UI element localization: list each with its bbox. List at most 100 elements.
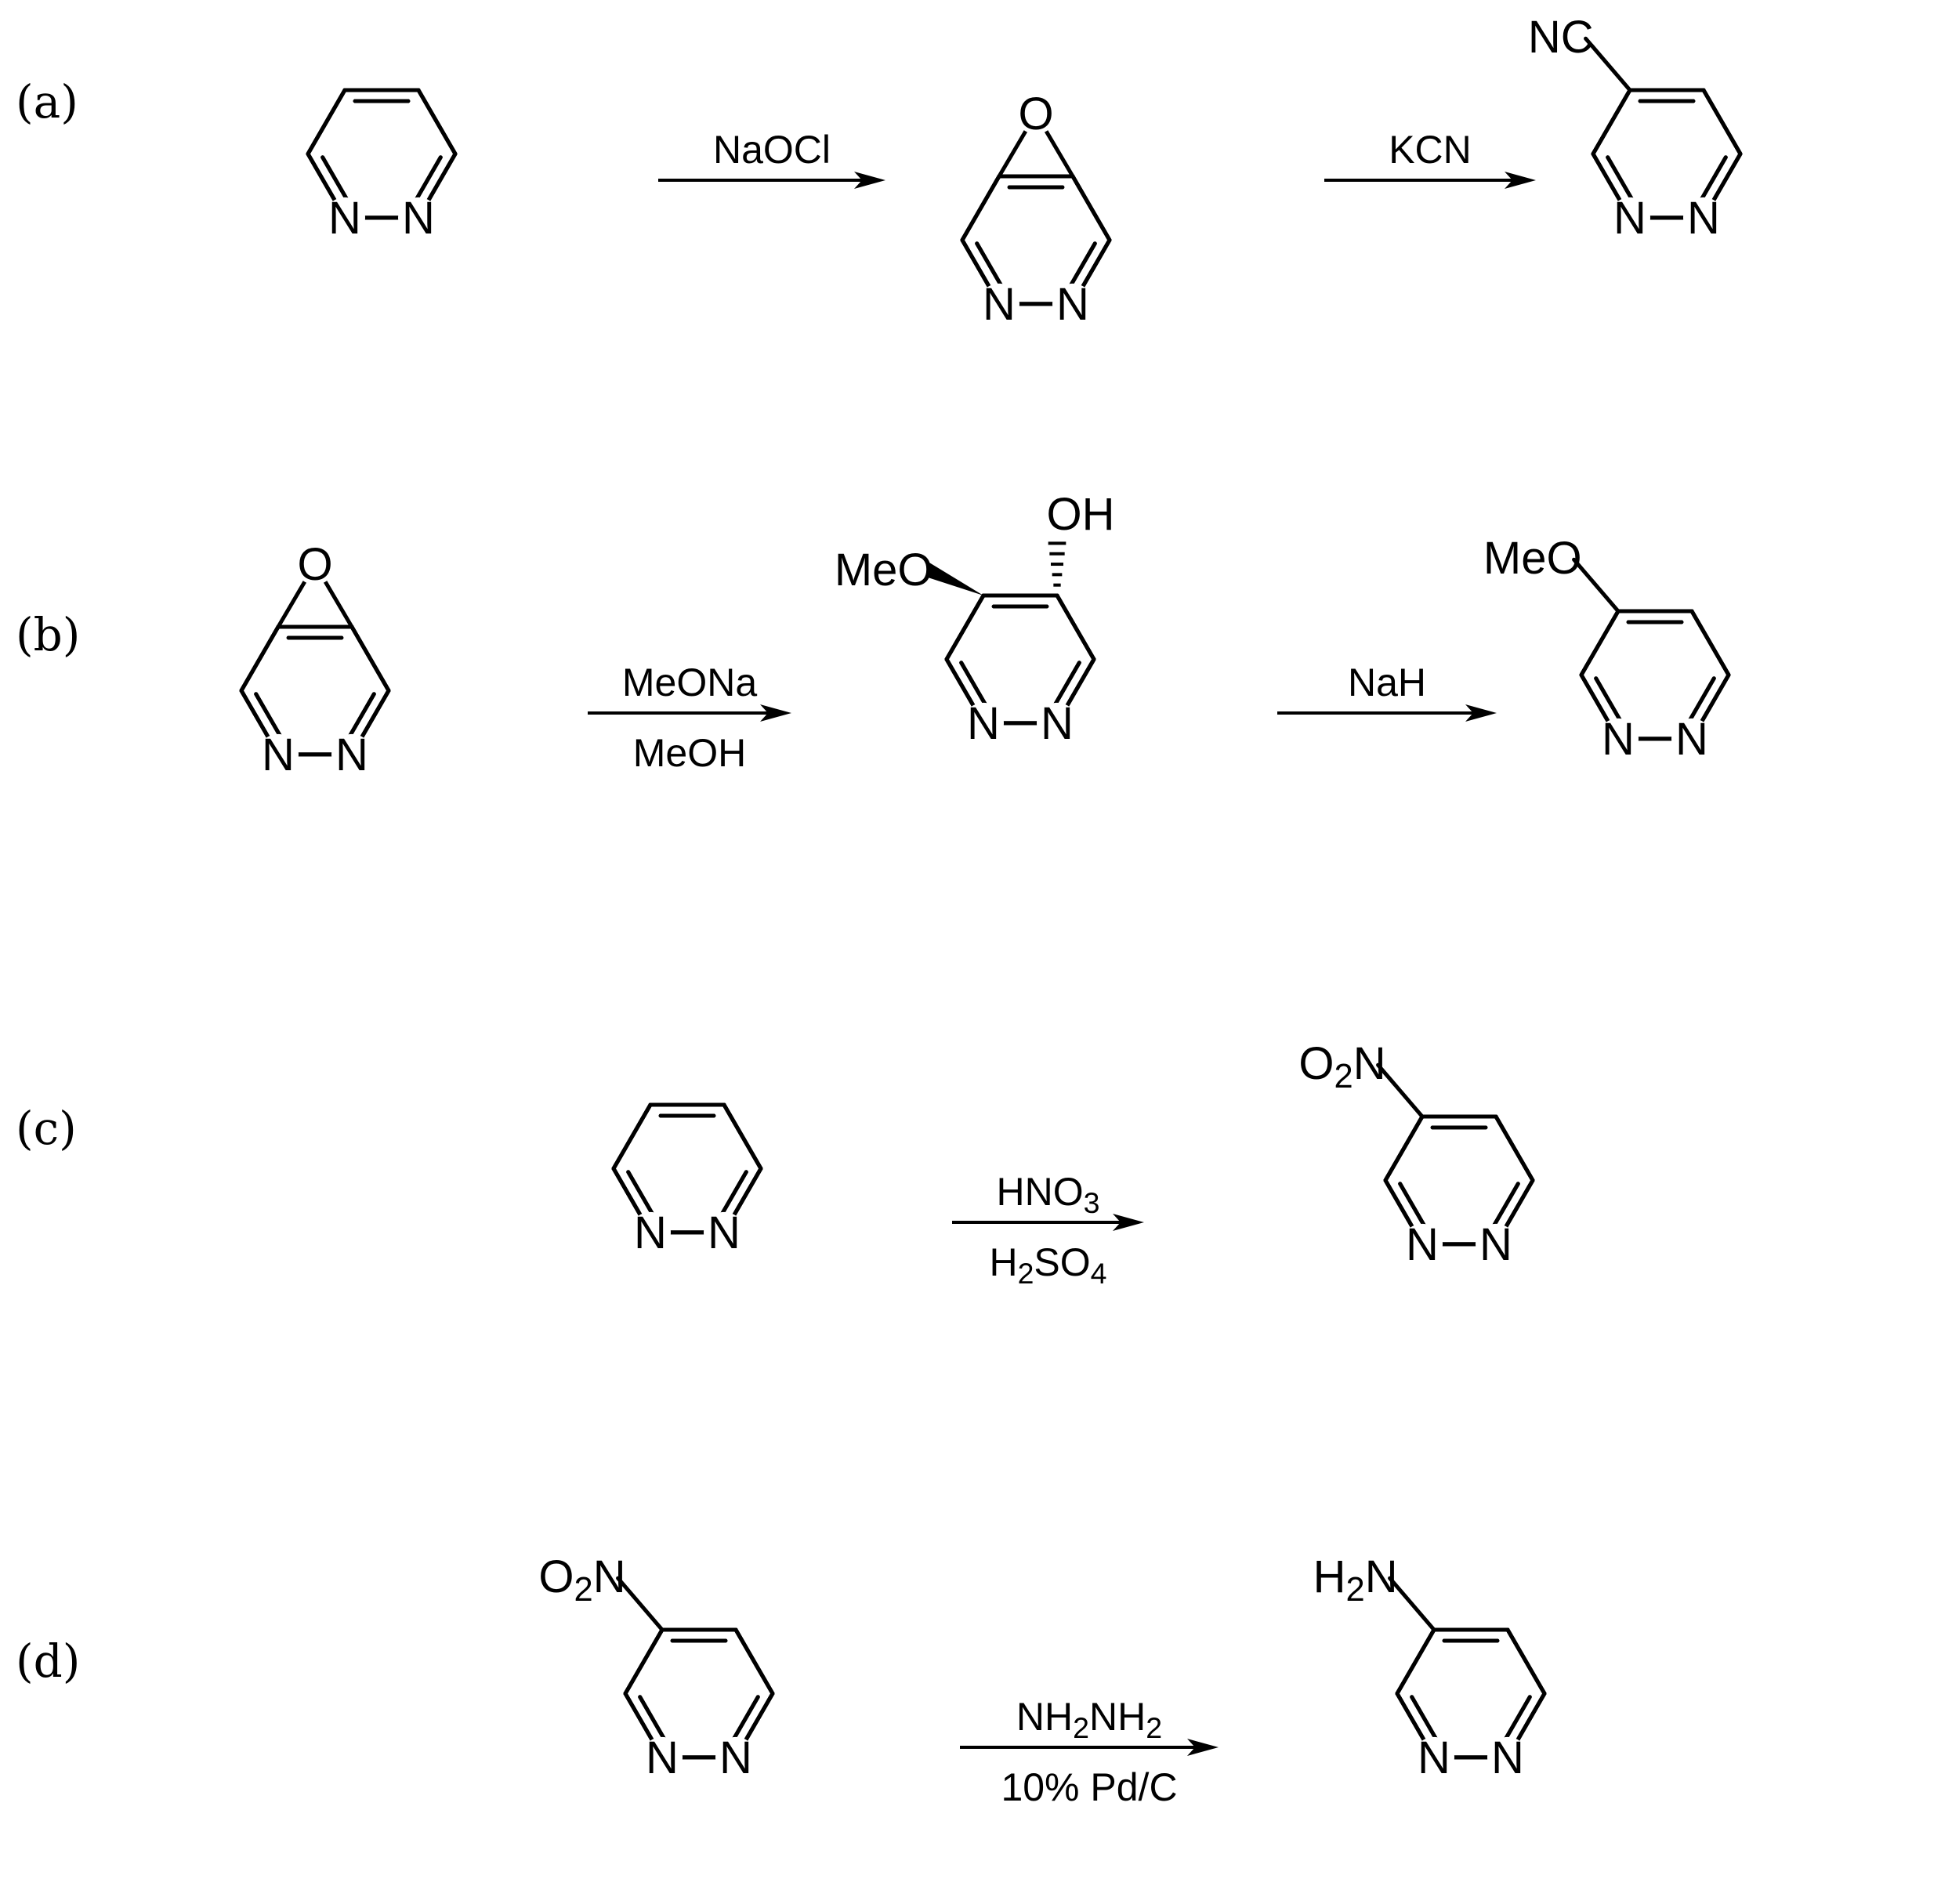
ring-double-bond bbox=[1410, 1695, 1441, 1745]
anchor bbox=[1353, 1061, 1356, 1063]
reagent-above: MeONa bbox=[622, 661, 757, 704]
reaction-arrow: NaOCl bbox=[658, 128, 885, 189]
ring-double-bond bbox=[254, 692, 285, 742]
ring-double-bond bbox=[1685, 676, 1716, 726]
nitrogen-atom: N bbox=[1041, 698, 1074, 749]
atom-mask bbox=[963, 702, 1004, 744]
atom-mask bbox=[1671, 718, 1712, 759]
ring-double-bond bbox=[1594, 676, 1625, 726]
atom-mask bbox=[1402, 1223, 1443, 1265]
ring-double-bond bbox=[717, 1170, 748, 1220]
atom-mask bbox=[1598, 718, 1639, 759]
bond bbox=[349, 624, 391, 693]
nitrogen-atom: N bbox=[1602, 714, 1635, 765]
arrowhead bbox=[1113, 1214, 1144, 1231]
bond bbox=[1070, 174, 1112, 242]
substituent-bond bbox=[1584, 36, 1632, 92]
bond bbox=[1395, 1627, 1436, 1696]
nitrogen-atom: N bbox=[983, 279, 1016, 330]
panel-label: (b) bbox=[16, 608, 80, 661]
nitrogen-atom: N bbox=[1675, 714, 1708, 765]
bond bbox=[1591, 88, 1632, 156]
bond bbox=[1689, 609, 1731, 677]
arrowhead bbox=[1465, 704, 1497, 722]
bond bbox=[1055, 593, 1096, 661]
arrowhead bbox=[760, 704, 791, 722]
atom-mask bbox=[1476, 1223, 1516, 1265]
bond bbox=[239, 624, 281, 693]
reaction-arrow: NaH bbox=[1277, 661, 1497, 722]
atom-mask bbox=[704, 1211, 744, 1253]
oxygen-atom: O bbox=[1018, 89, 1053, 139]
anchor bbox=[1561, 34, 1563, 37]
nitrogen-atom: N bbox=[1491, 1732, 1524, 1783]
ring-double-bond bbox=[626, 1170, 657, 1220]
panel-label: (a) bbox=[16, 75, 78, 129]
bond bbox=[960, 174, 1001, 242]
atom-mask bbox=[295, 544, 335, 585]
ring-double-bond bbox=[320, 155, 352, 205]
bond bbox=[1383, 1114, 1425, 1182]
reagent-below: 10% Pd/C bbox=[1001, 1765, 1177, 1809]
nitrogen-atom: N bbox=[719, 1732, 752, 1783]
substituent-bond bbox=[1376, 1062, 1425, 1119]
substituent-label: NC bbox=[1528, 12, 1594, 63]
reagent-above: NH2NH2 bbox=[1016, 1695, 1162, 1744]
atom-mask bbox=[324, 197, 365, 238]
nitrogen-atom: N bbox=[1479, 1219, 1512, 1270]
atom-mask bbox=[1683, 197, 1724, 238]
ring-double-bond bbox=[1489, 1182, 1520, 1232]
reagent-below: H2SO4 bbox=[989, 1240, 1106, 1290]
bond bbox=[1505, 1627, 1547, 1696]
atom-mask bbox=[1052, 283, 1093, 324]
reagent-above: NaH bbox=[1348, 661, 1426, 704]
bond bbox=[416, 88, 458, 156]
reaction-arrow: NH2NH2 10% Pd/C bbox=[960, 1695, 1219, 1809]
substituent-bond bbox=[1572, 557, 1621, 614]
ring-double-bond bbox=[729, 1695, 760, 1745]
reagent-above: KCN bbox=[1389, 128, 1472, 172]
ring-double-bond bbox=[1697, 155, 1728, 205]
atom-mask bbox=[642, 1736, 683, 1778]
substituent-label: O2N bbox=[538, 1551, 625, 1609]
anchor bbox=[593, 1574, 596, 1576]
substituent-label: MeO bbox=[1483, 533, 1582, 584]
substituent-label: H2N bbox=[1313, 1551, 1398, 1609]
atom-mask bbox=[1610, 197, 1650, 238]
anchor bbox=[1365, 1574, 1367, 1576]
oxygen-atom: O bbox=[297, 539, 332, 590]
ring-double-bond bbox=[1501, 1695, 1532, 1745]
reagent-above: HNO3 bbox=[997, 1170, 1100, 1219]
reagent-above: NaOCl bbox=[713, 128, 831, 172]
ring-double-bond bbox=[411, 155, 443, 205]
nitrogen-atom: N bbox=[708, 1207, 741, 1258]
bond bbox=[1701, 88, 1743, 156]
wedge-bond bbox=[928, 562, 983, 595]
ring-double-bond bbox=[1066, 241, 1097, 291]
nitrogen-atom: N bbox=[1418, 1732, 1450, 1783]
ring-double-bond bbox=[1050, 661, 1081, 711]
atom-mask bbox=[1414, 1736, 1454, 1778]
bond bbox=[944, 593, 986, 661]
atom-mask bbox=[979, 283, 1019, 324]
reagent-below: MeOH bbox=[633, 731, 746, 775]
panel-label: (d) bbox=[16, 1634, 80, 1688]
nitrogen-atom: N bbox=[402, 193, 435, 244]
bond bbox=[611, 1102, 653, 1171]
substituent-bond bbox=[616, 1576, 665, 1632]
methoxy-label: MeO bbox=[835, 545, 933, 595]
bond bbox=[733, 1627, 775, 1696]
bond bbox=[306, 88, 347, 156]
anchor bbox=[1549, 556, 1552, 558]
